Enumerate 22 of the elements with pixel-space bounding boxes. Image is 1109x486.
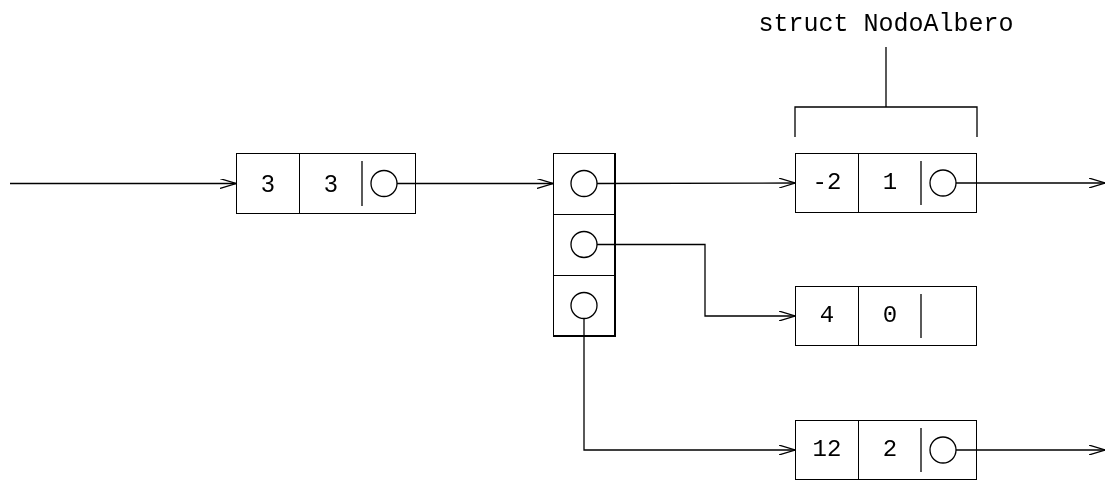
- value-text: 1: [882, 171, 898, 195]
- arrow: [583, 317, 796, 456]
- struct-record: [795, 286, 977, 346]
- struct-record: [795, 420, 977, 480]
- value-text: 4: [819, 304, 835, 328]
- value-text: 3: [324, 171, 338, 196]
- value-text: -2: [812, 171, 842, 195]
- array-cell: [552, 274, 616, 337]
- value-text: 12: [812, 438, 842, 462]
- struct-record: [236, 153, 416, 214]
- arrow: [396, 177, 554, 190]
- value-text: 0: [882, 304, 898, 328]
- arrow: [596, 243, 796, 322]
- arrow: [596, 177, 796, 189]
- type-label: struct NodoAlbero: [758, 10, 1014, 39]
- arrow: [955, 177, 1106, 189]
- arrow: [955, 444, 1106, 456]
- value-text: 3: [261, 171, 275, 196]
- value-text: 2: [882, 438, 898, 462]
- struct-record: [795, 153, 977, 213]
- pointer-array: [553, 153, 615, 336]
- arrow: [9, 177, 237, 190]
